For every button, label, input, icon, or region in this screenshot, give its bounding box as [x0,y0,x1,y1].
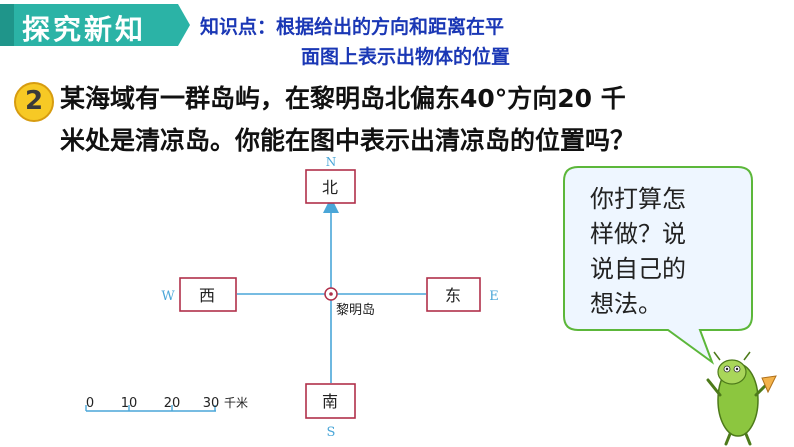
west-box-label: 西 [199,286,215,305]
question-number: 2 [24,86,44,116]
speech-bubble [563,166,753,365]
scale-unit: 千米 [224,396,248,410]
section-tag: 探究新知 [0,4,190,46]
section-tag-stripe [0,4,14,46]
north-box-label: 北 [322,178,338,197]
south-box-label: 南 [322,392,338,411]
bubble-line4: 想法。 [590,290,662,318]
east-box [426,277,481,312]
speech-bubble-text: 你打算怎 样做？说 说自己的 想法。 [590,182,740,322]
question-line1: 某海域有一群岛屿，在黎明岛北偏东40°方向20 千 [60,84,626,113]
question-number-badge: 2 [14,82,54,122]
knowledge-point: 知识点：根据给出的方向和距离在平 面图上表示出物体的位置 [200,12,510,72]
scale-label-30: 30 [203,396,220,411]
south-box [305,383,356,419]
bubble-line3: 说自己的 [590,255,686,283]
west-letter: W [161,289,175,304]
knowledge-point-line1: 知识点：根据给出的方向和距离在平 [200,16,505,38]
north-letter: N [326,155,337,169]
scale-label-20: 20 [164,396,181,411]
bubble-line1: 你打算怎 [590,185,686,213]
knowledge-point-line2: 面图上表示出物体的位置 [301,46,511,68]
east-box-label: 东 [445,286,461,305]
south-letter: S [327,425,336,440]
question-text: 某海域有一群岛屿，在黎明岛北偏东40°方向20 千 米处是清凉岛。你能在图中表示… [60,78,635,162]
west-box [179,277,237,312]
section-tag-bar [0,4,178,46]
question-line2: 米处是清凉岛。你能在图中表示出清凉岛的位置吗？ [60,126,636,155]
center-label: 黎明岛 [336,302,375,318]
bubble-line2: 样做？说 [590,220,686,248]
north-box [305,169,356,204]
east-letter: E [489,289,499,304]
center-dot [329,292,333,296]
scale-label-0: 0 [86,396,94,411]
section-tag-notch [178,4,190,46]
section-tag-label: 探究新知 [22,13,147,46]
cartoon-character-icon [706,351,777,446]
scale-label-10: 10 [121,396,138,411]
